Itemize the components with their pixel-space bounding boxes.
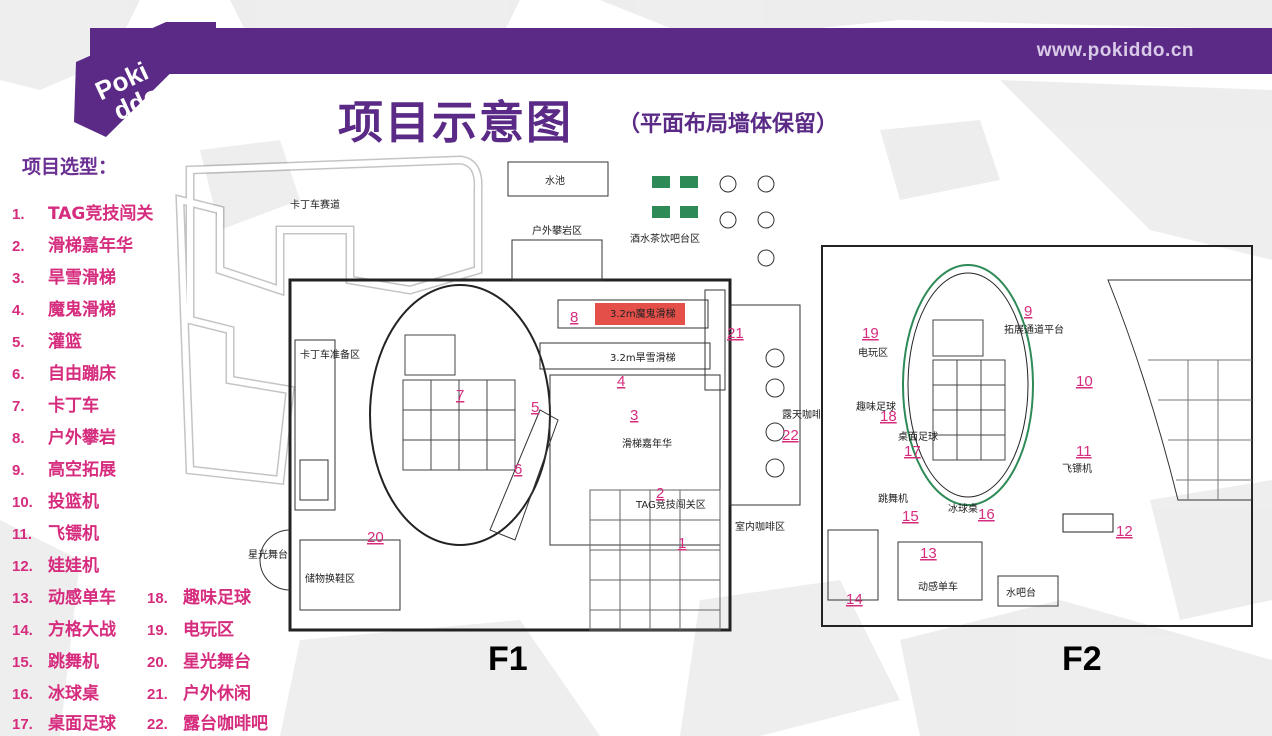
marker-7: 7 — [456, 387, 464, 404]
label-kart-track: 卡丁车赛道 — [290, 198, 340, 211]
marker-4: 4 — [617, 373, 625, 390]
marker-8: 8 — [570, 309, 578, 326]
pokiddo-logo: Poki ddo — [74, 22, 216, 137]
list-item: 8.户外攀岩 — [12, 428, 116, 448]
list-item: 5.灌篮 — [12, 332, 82, 352]
marker-13: 13 — [920, 545, 937, 562]
list-item: 22.露台咖啡吧 — [147, 714, 268, 734]
label-snow-slide: 3.2m旱雪滑梯 — [610, 351, 676, 364]
label-tag: TAG竞技闯关区 — [635, 498, 706, 511]
label-devil-slide: 3.2m魔鬼滑梯 — [610, 307, 676, 320]
marker-21: 21 — [727, 325, 744, 342]
marker-17: 17 — [904, 443, 921, 460]
label-expansion: 拓展通道平台 — [1004, 323, 1064, 336]
label-tea-bar: 酒水茶饮吧台区 — [630, 232, 700, 245]
floor-label-f1: F1 — [488, 640, 528, 678]
label-water-bar: 水吧台 — [1006, 586, 1036, 599]
marker-15: 15 — [902, 508, 919, 525]
page-subtitle: （平面布局墙体保留） — [618, 112, 839, 137]
header-bar — [90, 28, 1272, 74]
list-item: 10.投篮机 — [12, 492, 99, 512]
label-pool: 水池 — [545, 174, 565, 187]
list-item: 19.电玩区 — [147, 620, 234, 640]
list-item: 16.冰球桌 — [12, 684, 99, 704]
page-title: 项目示意图 — [338, 96, 574, 149]
label-indoor-cafe: 室内咖啡区 — [735, 520, 785, 533]
label-terrace-cafe: 露天咖啡区 — [782, 409, 820, 421]
marker-19: 19 — [862, 325, 879, 342]
label-climb: 户外攀岩区 — [532, 224, 582, 237]
floor-label-f2: F2 — [1062, 640, 1102, 678]
list-item: 17.桌面足球 — [12, 714, 116, 734]
list-item: 6.自由蹦床 — [12, 364, 116, 384]
marker-9: 9 — [1024, 303, 1032, 320]
list-item: 12.娃娃机 — [12, 556, 99, 576]
website-url[interactable]: www.pokiddo.cn — [1036, 40, 1194, 61]
label-fun-soccer: 趣味足球 — [856, 400, 896, 413]
list-item: 4.魔鬼滑梯 — [12, 300, 116, 320]
list-item: 20.星光舞台 — [147, 652, 251, 672]
marker-16: 16 — [978, 506, 995, 523]
label-storage: 储物换鞋区 — [305, 572, 355, 585]
label-kart-prep: 卡丁车准备区 — [300, 348, 360, 361]
list-item: 2.滑梯嘉年华 — [12, 236, 133, 256]
devil-slide-red — [595, 303, 685, 325]
list-item: 1.TAG竞技闯关 — [12, 204, 154, 224]
list-item: 18.趣味足球 — [147, 588, 251, 608]
marker-20: 20 — [367, 529, 384, 546]
marker-5: 5 — [531, 399, 539, 416]
label-table-soccer: 桌面足球 — [898, 430, 938, 443]
project-list-heading: 项目选型： — [22, 156, 118, 178]
list-item: 7.卡丁车 — [12, 396, 99, 416]
label-game-zone: 电玩区 — [858, 346, 888, 359]
marker-10: 10 — [1076, 373, 1093, 390]
label-spin-bike: 动感单车 — [918, 580, 958, 593]
list-item: 14.方格大战 — [12, 620, 116, 640]
marker-11: 11 — [1076, 443, 1092, 460]
marker-2: 2 — [656, 485, 664, 502]
marker-6: 6 — [514, 461, 522, 478]
marker-3: 3 — [630, 407, 638, 424]
label-star: 星光舞台 — [248, 548, 288, 561]
list-item: 9.高空拓展 — [12, 460, 116, 480]
marker-22: 22 — [782, 427, 799, 444]
label-hockey: 冰球桌 — [948, 502, 978, 515]
label-dance: 跳舞机 — [878, 492, 908, 505]
list-item: 13.动感单车 — [12, 588, 116, 608]
marker-18: 18 — [880, 408, 897, 425]
list-item: 11.飞镖机 — [12, 524, 99, 544]
list-item: 15.跳舞机 — [12, 652, 99, 672]
label-slide-carnival: 滑梯嘉年华 — [622, 437, 672, 450]
list-item: 3.旱雪滑梯 — [12, 268, 116, 288]
marker-12: 12 — [1116, 523, 1133, 540]
label-dart: 飞镖机 — [1062, 462, 1092, 475]
marker-1: 1 — [678, 535, 686, 552]
list-item: 21.户外休闲 — [147, 684, 251, 704]
marker-14: 14 — [846, 591, 863, 608]
floor-plan-f2: 电玩区 拓展通道平台 趣味足球 桌面足球 跳舞机 冰球桌 动感单车 水吧台 飞镖… — [821, 245, 1253, 627]
floor-plan-f1: 水池 卡丁车赛道 卡丁车准备区 户外攀岩区 酒水茶饮吧台区 3.2m魔鬼滑梯 3… — [175, 155, 820, 632]
